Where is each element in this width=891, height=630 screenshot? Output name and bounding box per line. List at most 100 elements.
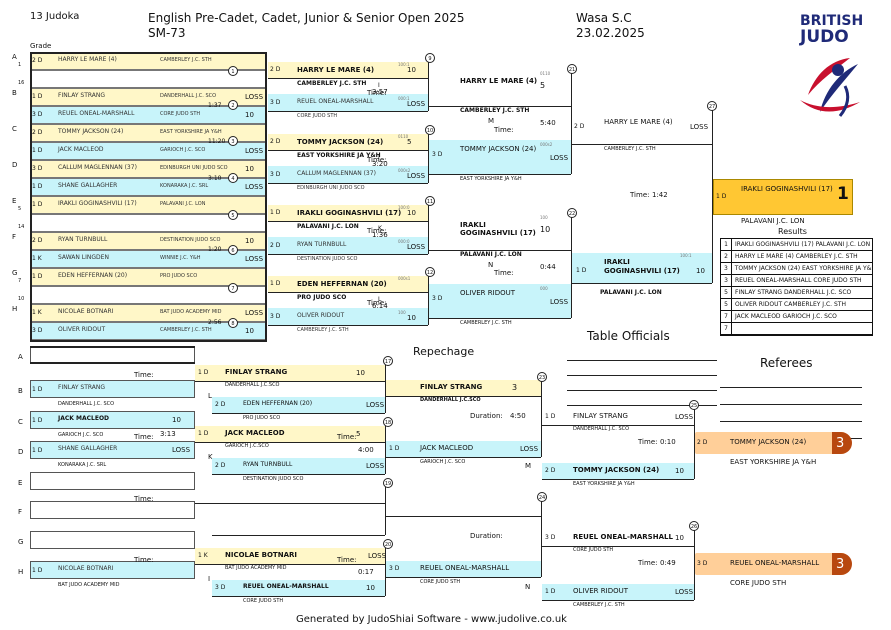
repechage-r2-top[interactable]: [195, 548, 385, 564]
slot-name: OLIVER RIDOUT: [297, 312, 345, 319]
repechage-r3-top[interactable]: [386, 380, 541, 396]
slot-club: EDINBURGH UNI JUDO SCO: [297, 185, 365, 191]
repechage-slot[interactable]: [30, 380, 195, 398]
slot-name: TOMMY JACKSON (24): [730, 438, 807, 446]
slot-name: HARRY LE MARE (4): [604, 118, 673, 126]
slot-grade: 3 D: [432, 151, 443, 158]
slot-club: CAMBERLEY J.C. STH: [460, 107, 530, 114]
slot-name: HARRY LE MARE (4): [58, 56, 117, 63]
pool-letter: F: [18, 508, 23, 516]
repechage-slot[interactable]: [30, 501, 195, 519]
slot-result: LOSS: [245, 147, 264, 155]
pool-letter: B: [18, 387, 23, 395]
repechage-r3-bottom[interactable]: [386, 441, 541, 457]
repechage-r2-bottom[interactable]: [212, 580, 385, 596]
slot-result: LOSS: [550, 154, 569, 162]
match-number-circle: 9: [425, 53, 435, 63]
round2-loser-slot[interactable]: [268, 166, 428, 183]
semi-bottom-slot[interactable]: [429, 140, 571, 174]
slot-grade: 1 D: [32, 201, 43, 208]
bracket-line: [30, 52, 267, 54]
slot-grade: 2 D: [32, 57, 43, 64]
match-number-circle: 21: [567, 64, 577, 74]
round2-loser-slot[interactable]: [268, 237, 428, 254]
repechage-slot[interactable]: [30, 561, 195, 579]
slot-name: FINLAY STRANG: [225, 368, 288, 376]
slot-club: PRO JUDO SCO: [160, 273, 198, 279]
slot-name: FINLAY STRANG: [420, 383, 483, 391]
duration-label: Duration:: [470, 532, 503, 540]
slot-club: CAMBERLEY J.C. STH: [160, 57, 212, 63]
repechage-slot[interactable]: [30, 472, 195, 490]
row-number: 7: [18, 278, 22, 284]
slot-grade: 2 D: [32, 237, 43, 244]
slot-grade: 1 D: [32, 93, 43, 100]
round2-winner-slot[interactable]: [268, 276, 428, 292]
repechage-r2-bottom[interactable]: [212, 519, 385, 535]
slot-name: RYAN TURNBULL: [243, 461, 293, 468]
slot-result: LOSS: [675, 588, 694, 596]
repechage-r3-top[interactable]: [386, 500, 541, 516]
time-label: Time:: [367, 89, 387, 97]
slot-name: NICOLAE BOTNARI: [225, 551, 297, 559]
slot-grade: 2 D: [270, 138, 281, 145]
venue: Wasa S.C: [576, 11, 632, 25]
bracket-line: [428, 276, 429, 325]
final-bottom-slot[interactable]: [572, 253, 712, 283]
round2-winner-slot[interactable]: [268, 205, 428, 221]
slot-grade: 1 D: [32, 273, 43, 280]
slot-name: EDEN HEFFERNAN (20): [243, 400, 313, 407]
round2-loser-slot[interactable]: [268, 308, 428, 325]
match-number-circle: 23: [537, 372, 547, 382]
slot-club: CORE JUDO STH: [730, 579, 787, 587]
slot-name: SAWAN LINGDEN: [58, 254, 109, 261]
match-number-circle: 4: [228, 173, 238, 183]
repechage-r2-bottom[interactable]: [212, 458, 385, 474]
slot-club: CORE JUDO STH: [420, 579, 461, 585]
repechage-r4-bottom[interactable]: [542, 584, 694, 600]
bracket-line: [385, 426, 386, 474]
bronze-box: [695, 553, 845, 575]
bracket-line: [542, 425, 694, 426]
match-time: 11:20: [208, 138, 226, 145]
repechage-slot[interactable]: [30, 441, 195, 459]
slot-grade: 3 D: [270, 171, 281, 178]
slot-result: 10: [245, 111, 254, 119]
slot-name: FINLAY STRANG: [573, 412, 628, 420]
slot-grade: 1 K: [32, 255, 42, 262]
repechage-r4-bottom[interactable]: [542, 463, 694, 479]
repechage-r2-top[interactable]: [195, 426, 385, 442]
slot-result: LOSS: [690, 123, 709, 131]
repechage-r2-top[interactable]: [195, 365, 385, 381]
bronze-place: 3: [836, 557, 845, 572]
slot-name: IRAKLI GOGINASHVILI (17): [297, 209, 402, 217]
repechage-slot[interactable]: [30, 531, 195, 549]
match-number-circle: 20: [383, 539, 393, 549]
slot-club: WINNIE J.C. Y&H: [160, 255, 201, 261]
results-rank: 2: [721, 251, 732, 262]
time-label: Time:: [134, 371, 154, 379]
repechage-r3-bottom[interactable]: [386, 561, 541, 577]
slot-result: LOSS: [245, 309, 264, 317]
bracket-line: [429, 318, 571, 319]
pool-letter: K: [378, 225, 382, 232]
slot-name: JACK MACLEOD: [58, 415, 110, 422]
semi-bottom-slot[interactable]: [429, 284, 571, 318]
time-label: Time:: [367, 299, 387, 307]
slot-grade: 3 D: [32, 111, 43, 118]
results-rank: 1: [721, 239, 732, 250]
match-number-circle: 25: [689, 400, 699, 410]
round2-loser-slot[interactable]: [268, 94, 428, 111]
round2-winner-slot[interactable]: [268, 62, 428, 78]
match-time: 0:49: [660, 559, 676, 567]
repechage-slot[interactable]: [30, 411, 195, 429]
winner-place: 1: [837, 184, 849, 204]
bracket-line: [195, 442, 385, 443]
slot-name: IRAKLI GOGINASHVILI (17): [58, 200, 137, 207]
round2-winner-slot[interactable]: [268, 134, 428, 150]
repechage-r2-top[interactable]: [195, 487, 385, 503]
pool-letter: I: [378, 82, 380, 89]
repechage-r2-bottom[interactable]: [212, 397, 385, 413]
